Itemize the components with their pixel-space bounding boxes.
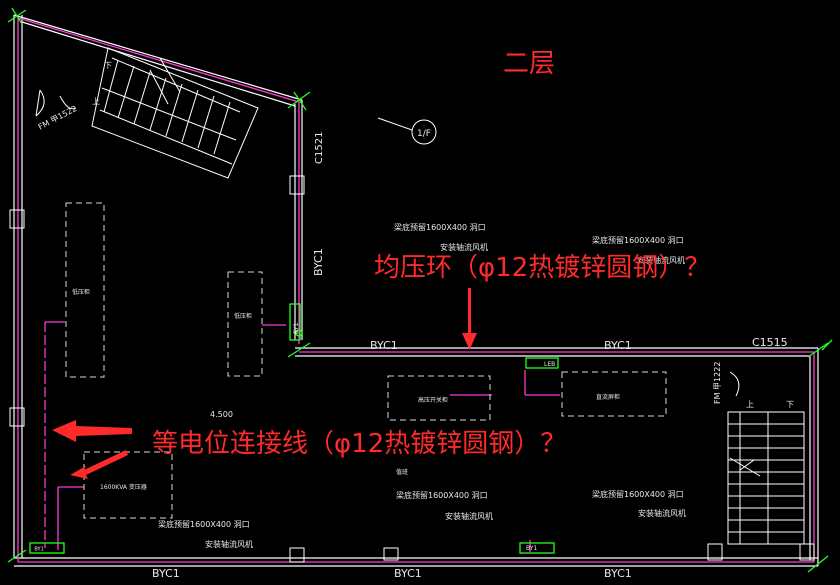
label-stair-up-left: 下	[104, 61, 112, 70]
label-beam-hole-1: 梁底预留1600X400 洞口	[394, 222, 486, 232]
label-tag-mid: LEB	[544, 361, 555, 368]
label-tag-col: BY1	[293, 323, 300, 334]
label-c1521: C1521	[314, 132, 325, 164]
label-beam-hole-1-sub: 安装轴流风机	[440, 242, 488, 252]
annotation-arrows	[52, 288, 477, 479]
label-tag-2: BY1	[526, 545, 537, 552]
cabinet-b	[561, 371, 667, 417]
label-cab-b: 直流屏柜	[596, 393, 620, 401]
transformer-outline	[83, 451, 173, 519]
label-stair-up: 上	[746, 400, 754, 409]
label-beam-hole-5-sub: 安装轴流风机	[205, 539, 253, 549]
label-byc1-bottom-mid: BYC1	[394, 567, 422, 580]
label-byc1-bottom-left: BYC1	[152, 567, 180, 580]
label-fm-right: FM 甲1222	[713, 362, 722, 404]
label-cab-a: 高压开关柜	[418, 396, 448, 404]
label-c1515: C1515	[752, 336, 788, 349]
label-elevation: 4.500	[210, 410, 233, 419]
label-byc1-top-left: BYC1	[370, 339, 398, 352]
grounding-markers	[7, 7, 833, 573]
label-beam-hole-2-sub: 安装轴流风机	[637, 255, 685, 265]
wall-outline	[13, 14, 819, 567]
label-stair-down-left: 上	[92, 97, 100, 106]
stairwell-right	[727, 371, 805, 545]
arrow-bond-left	[52, 420, 132, 442]
axis-bubble	[377, 117, 437, 145]
cabinet-left	[65, 202, 105, 378]
label-axis-1f: 1/F	[417, 129, 431, 139]
label-cab-mid: 低压柜	[234, 312, 252, 320]
cabinet-a	[387, 375, 491, 421]
annotation-ring-question: 均压环（φ12热镀锌圆钢）？	[374, 253, 710, 283]
stairwell-left	[91, 47, 259, 179]
door-left	[35, 89, 77, 117]
cabinet-mid	[227, 271, 263, 377]
label-transformer: 1600KVA 变压器	[100, 483, 147, 491]
columns	[9, 175, 815, 563]
label-byc1-top-right: BYC1	[604, 339, 632, 352]
label-beam-hole-4: 梁底预留1600X400 洞口	[592, 489, 684, 499]
label-beam-hole-3-sub: 安装轴流风机	[445, 511, 493, 521]
arrow-ring-head	[462, 333, 477, 350]
label-byc1-vertical: BYC1	[312, 248, 325, 276]
label-byc1-bottom-right: BYC1	[604, 567, 632, 580]
label-tag-1: BY1	[34, 546, 43, 552]
label-small: 值班	[396, 468, 408, 476]
floor-label: 二层	[503, 49, 555, 79]
arrow-bond-diagonal	[70, 450, 128, 479]
grounding-ring	[17, 17, 815, 563]
label-cab-left: 低压柜	[72, 288, 90, 296]
label-beam-hole-4-sub: 安装轴流风机	[638, 508, 686, 518]
label-beam-hole-5: 梁底预留1600X400 洞口	[158, 519, 250, 529]
label-stair-down: 下	[786, 400, 794, 409]
label-beam-hole-3: 梁底预留1600X400 洞口	[396, 490, 488, 500]
label-beam-hole-2: 梁底预留1600X400 洞口	[592, 235, 684, 245]
arrow-ring-shaft	[468, 288, 471, 338]
equipment-outlines	[65, 202, 667, 519]
annotation-bond-question: 等电位连接线（φ12热镀锌圆钢）？	[152, 429, 566, 459]
